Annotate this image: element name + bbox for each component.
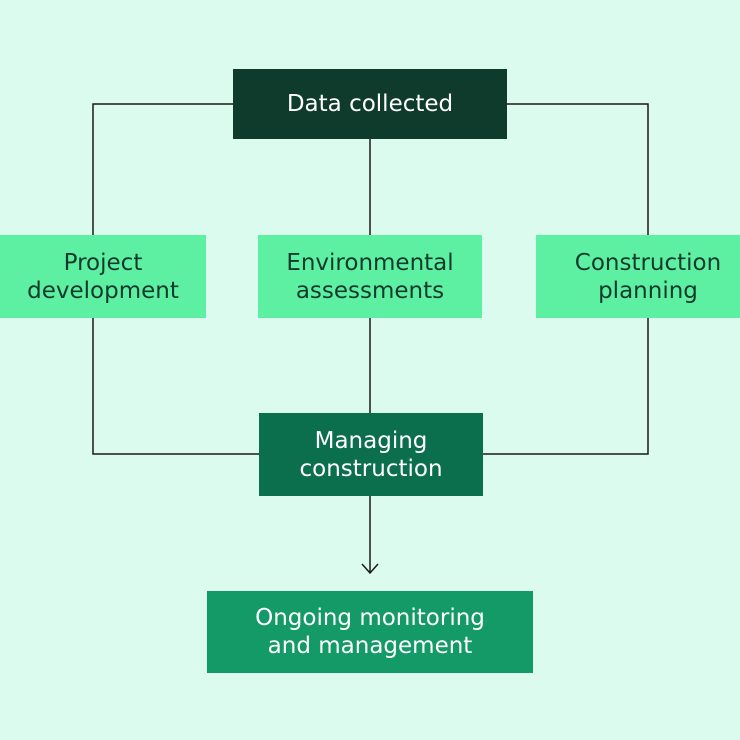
node-label: Environmental assessments (286, 249, 454, 304)
connector-top-right (507, 103, 649, 235)
connector-left-managing (92, 318, 259, 455)
node-ongoing-monitoring: Ongoing monitoring and management (207, 591, 533, 673)
node-label: Project development (27, 249, 179, 304)
connector-top-left (92, 103, 233, 235)
node-managing-construction: Managing construction (259, 413, 483, 496)
node-construction-planning: Construction planning (536, 235, 740, 318)
node-environmental-assessments: Environmental assessments (258, 235, 482, 318)
arrowhead-icon (361, 563, 379, 575)
node-label: Managing construction (299, 427, 443, 482)
node-label: Ongoing monitoring and management (255, 605, 485, 659)
node-label: Construction planning (574, 249, 722, 304)
node-data-collected: Data collected (233, 69, 507, 139)
node-project-development: Project development (0, 235, 206, 318)
node-label: Data collected (286, 91, 454, 117)
connector-right-managing (483, 318, 649, 455)
